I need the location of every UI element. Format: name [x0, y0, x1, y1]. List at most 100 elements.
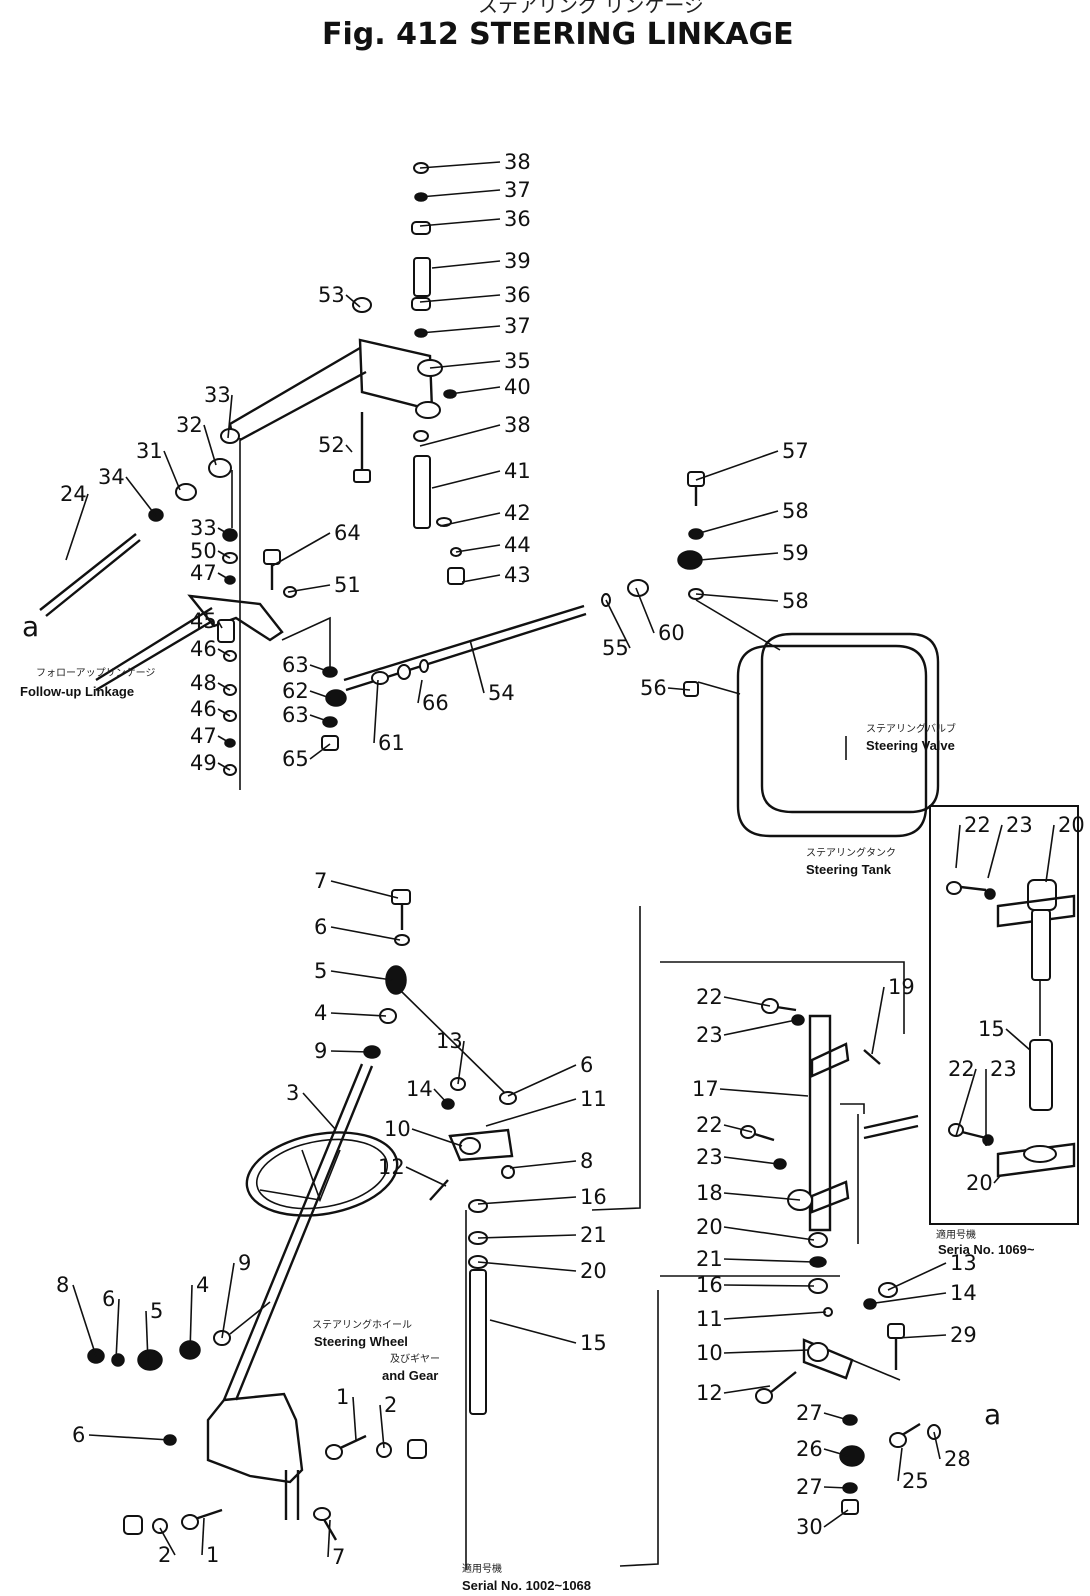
leader-line-c12b: [723, 1385, 771, 1394]
follow-up-linkage-drawing: [39, 162, 940, 838]
steering-wheel-label: Steering Wheel: [314, 1334, 408, 1349]
leader-line-c53: [345, 294, 361, 308]
steering-wheel-gear-drawing: [87, 889, 905, 1570]
callout-c10a: 10: [384, 1117, 411, 1141]
leader-line-c13b: [887, 1262, 947, 1291]
leader-line-c55: [605, 599, 631, 649]
callout-c7a: 7: [314, 869, 327, 893]
leader-line-c65: [309, 743, 331, 760]
callout-c22a: 22: [696, 985, 723, 1009]
callout-c33a: 33: [204, 383, 231, 407]
callout-c38b: 38: [504, 413, 531, 437]
and-gear-label: and Gear: [382, 1368, 438, 1383]
callout-c37b: 37: [504, 314, 531, 338]
leader-line-c46b: [217, 708, 231, 717]
callout-c22d: 22: [948, 1057, 975, 1081]
serial-range-a: Serial No. 1002~1068: [462, 1578, 591, 1593]
leader-line-c12a: [405, 1166, 447, 1187]
leader-line-c6a: [330, 926, 401, 941]
callout-c58a: 58: [782, 499, 809, 523]
leader-line-c8b: [72, 1284, 97, 1357]
leader-line-c15b: [1005, 1028, 1031, 1051]
callout-c41: 41: [504, 459, 531, 483]
callout-c7b: 7: [332, 1545, 345, 1569]
callout-c46a: 46: [190, 637, 217, 661]
leader-line-c4b: [189, 1284, 193, 1353]
leader-line-c60: [635, 587, 655, 634]
leader-line-c16a: [477, 1196, 577, 1205]
leader-line-c57: [695, 450, 779, 481]
leader-line-c24: [65, 493, 89, 561]
callout-c36b: 36: [504, 283, 531, 307]
callout-c21b: 21: [696, 1247, 723, 1271]
callout-c14a: 14: [406, 1077, 433, 1101]
callout-c2a: 2: [384, 1393, 397, 1417]
leader-line-c2a: [379, 1404, 385, 1449]
callout-c21a: 21: [580, 1223, 607, 1247]
leader-line-c45: [217, 620, 223, 629]
leader-line-c32: [203, 424, 217, 466]
callout-c16b: 16: [696, 1273, 723, 1297]
leader-line-c22c: [955, 824, 961, 869]
leader-line-c58a: [695, 510, 779, 535]
callout-c55: 55: [602, 636, 629, 660]
leader-line-c18: [723, 1192, 801, 1201]
callout-c1b: 1: [206, 1543, 219, 1567]
callout-c46b: 46: [190, 697, 217, 721]
leader-line-c30: [823, 1509, 849, 1528]
leader-line-c25: [897, 1447, 903, 1482]
steering-wheel-label-jp: ステアリングホイール: [312, 1318, 412, 1331]
callout-c10b: 10: [696, 1341, 723, 1365]
callout-c38a: 38: [504, 150, 531, 174]
callout-c13a: 13: [436, 1029, 463, 1053]
callout-c56: 56: [640, 676, 667, 700]
reference-letter-a-left: a: [22, 610, 39, 643]
callout-c27a: 27: [796, 1401, 823, 1425]
leader-line-c23b: [723, 1156, 779, 1165]
leader-line-c52: [345, 444, 353, 453]
leader-line-c63b: [309, 714, 331, 723]
callout-c19: 19: [888, 975, 915, 999]
callout-c22c: 22: [964, 813, 991, 837]
callout-c53: 53: [318, 283, 345, 307]
callout-c63a: 63: [282, 653, 309, 677]
leader-line-c19: [871, 986, 885, 1055]
leader-line-c13a: [457, 1040, 465, 1085]
inset-later-serial: [929, 805, 1079, 1225]
callout-c45: 45: [190, 609, 217, 633]
leader-line-c11b: [723, 1311, 827, 1320]
callout-c34: 34: [98, 465, 125, 489]
steering-tank-label-jp: ステアリングタンク: [806, 846, 896, 859]
callout-c13b: 13: [950, 1251, 977, 1275]
leader-line-c27a: [823, 1412, 849, 1421]
reference-letter-a-right: a: [984, 1398, 1001, 1431]
leader-line-c21a: [477, 1234, 577, 1239]
leader-line-c9a: [330, 1050, 371, 1053]
callout-c11b: 11: [696, 1307, 723, 1331]
leader-line-c42: [439, 512, 501, 527]
leader-line-c5b: [145, 1310, 149, 1363]
callout-c36a: 36: [504, 207, 531, 231]
callout-c14b: 14: [950, 1281, 977, 1305]
callout-c3: 3: [286, 1081, 299, 1105]
leader-line-c50: [217, 550, 231, 559]
leader-line-c40: [449, 386, 501, 395]
callout-c63b: 63: [282, 703, 309, 727]
leader-line-c63a: [309, 664, 331, 673]
leader-line-c9b: [221, 1262, 235, 1339]
callout-c51: 51: [334, 573, 361, 597]
callout-c26: 26: [796, 1437, 823, 1461]
leader-line-c7b: [327, 1519, 331, 1558]
callout-c2b: 2: [158, 1543, 171, 1567]
callout-c20c: 20: [1058, 813, 1085, 837]
steering-valve-bracket-drawing: [740, 998, 941, 1515]
callout-c48: 48: [190, 671, 217, 695]
leader-line-c11a: [485, 1098, 577, 1127]
callout-c22b: 22: [696, 1113, 723, 1137]
leader-line-c27b: [823, 1486, 849, 1489]
callout-numbers: 3837363936373540384142444353523332313424…: [56, 150, 1085, 1569]
callout-c12b: 12: [696, 1381, 723, 1405]
leader-line-c20c: [1045, 824, 1055, 883]
leader-line-c61: [373, 679, 379, 744]
